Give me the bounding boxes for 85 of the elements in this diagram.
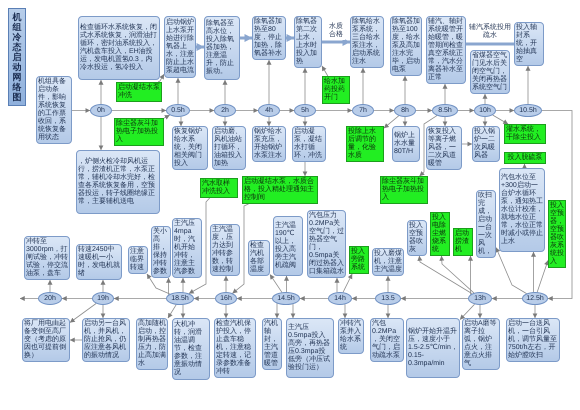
arrow [460, 304, 475, 320]
arrow [531, 252, 536, 292]
arrow [20, 296, 38, 301]
arrow [342, 304, 348, 318]
arrow [222, 116, 228, 126]
arrow [492, 114, 508, 124]
arrow [48, 280, 52, 292]
arrow [98, 116, 104, 150]
arrow [526, 66, 530, 104]
arrow [100, 304, 106, 318]
arrow [224, 276, 228, 292]
arrow [180, 278, 186, 293]
arrow [112, 108, 166, 113]
title: 机组冷态启动网络图 [8, 8, 26, 106]
arrow [286, 34, 294, 42]
arrow [322, 38, 350, 46]
arrow [419, 115, 438, 176]
arrow [316, 108, 352, 113]
arrow [400, 296, 468, 301]
arrow [442, 84, 448, 104]
arrow [322, 66, 328, 76]
arrow [536, 260, 549, 292]
arrow [266, 116, 272, 126]
arrow [352, 296, 376, 301]
arrow [62, 296, 92, 301]
arrow [334, 278, 340, 293]
arrow [458, 108, 474, 113]
arrow [386, 276, 390, 292]
arrow [194, 296, 216, 301]
arrow [482, 94, 488, 104]
arrow [290, 304, 296, 318]
arrow [178, 116, 184, 126]
arrow [100, 280, 106, 292]
arrow [496, 108, 514, 113]
arrow [236, 108, 258, 113]
arrow [114, 296, 166, 301]
arrow [302, 162, 308, 176]
arrow [224, 304, 228, 318]
arrow [542, 110, 572, 301]
arrow [482, 116, 488, 126]
arrow [417, 256, 472, 294]
arrow [188, 198, 210, 294]
arrow [384, 115, 400, 128]
arrow [270, 274, 282, 293]
arrow [196, 43, 204, 51]
arrow [176, 78, 180, 104]
arrow [522, 164, 527, 169]
arrow [222, 80, 228, 104]
arrow [70, 303, 96, 323]
arrow [146, 274, 170, 294]
connector [466, 42, 514, 46]
arrow [442, 116, 448, 126]
arrow [240, 34, 252, 42]
arrow [166, 278, 171, 296]
arrow [360, 68, 366, 104]
arrow [284, 276, 289, 292]
arrow [416, 108, 432, 113]
arrow [302, 116, 308, 126]
arrow [98, 80, 104, 104]
arrow [274, 303, 280, 318]
arrow [478, 304, 482, 318]
arrow [386, 304, 390, 318]
arrow [374, 108, 394, 113]
arrow [402, 116, 408, 126]
arrow [342, 274, 352, 293]
arrow [158, 74, 164, 82]
arrow [266, 60, 272, 104]
arrow [70, 338, 82, 342]
arrow [168, 304, 177, 318]
arrow [180, 304, 186, 318]
arrow [468, 256, 473, 295]
arrow [72, 108, 90, 113]
arrow [532, 304, 538, 318]
arrow [302, 68, 308, 104]
arrow [492, 296, 522, 301]
arrow [164, 114, 170, 120]
arrow [232, 204, 249, 294]
arrow [439, 256, 474, 294]
arrow [402, 76, 408, 104]
arrow [462, 142, 472, 146]
arrow [236, 296, 272, 301]
arrow [496, 247, 527, 294]
arrow [300, 296, 328, 301]
arrow [280, 108, 294, 113]
arrow [190, 108, 214, 113]
